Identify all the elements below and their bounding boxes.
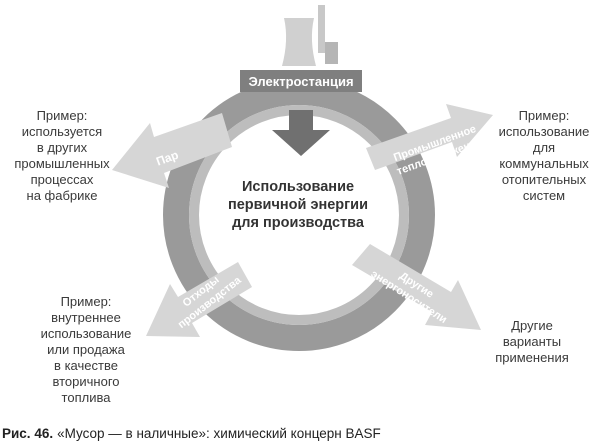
waste-arrow xyxy=(146,262,252,337)
other-energy-arrow xyxy=(352,244,481,330)
figure-caption-text: «Мусор — в наличные»: химический концерн… xyxy=(57,426,381,441)
example-bottom-left: Пример: внутреннее использование или про… xyxy=(40,294,132,405)
example-top-left: Пример: используется в других промышленн… xyxy=(14,108,110,203)
industrial-heat-arrow xyxy=(366,104,493,170)
figure-number: Рис. 46. xyxy=(2,426,54,441)
steam-arrow xyxy=(112,113,232,188)
power-plant-icon xyxy=(282,5,338,66)
power-plant-label: Электростанция xyxy=(248,74,353,89)
example-top-right: Пример: использование для коммунальных о… xyxy=(498,108,590,203)
example-bottom-right: Другие варианты применения xyxy=(495,318,569,365)
primary-energy-arrow xyxy=(272,110,330,156)
center-label: Использование первичной энергии для прои… xyxy=(227,179,369,231)
power-plant-label-box xyxy=(240,70,362,92)
figure-caption: Рис. 46.«Мусор — в наличные»: химический… xyxy=(2,426,381,441)
